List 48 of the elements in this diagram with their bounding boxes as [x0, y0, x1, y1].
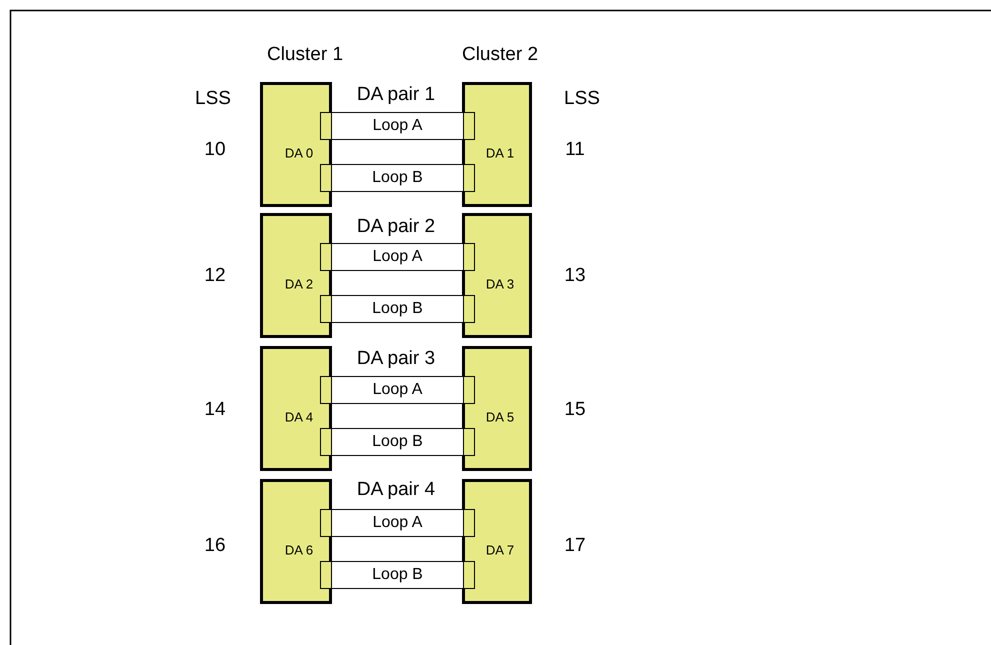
text-label: LSS: [195, 88, 231, 110]
loop-box: [320, 509, 475, 537]
adapter-label: DA 7: [486, 542, 514, 558]
text-label: DA pair 1: [356, 84, 436, 106]
loop-label: Loop B: [372, 433, 423, 451]
loop-label: Loop A: [372, 117, 422, 135]
loop-label: Loop A: [372, 248, 422, 266]
loop-label: Loop B: [372, 169, 423, 187]
text-label: 14: [204, 399, 226, 421]
loop-label: Loop B: [372, 566, 423, 584]
adapter-label: DA 3: [486, 276, 514, 292]
adapter-label: DA 1: [486, 146, 514, 160]
text-label: 10: [204, 139, 226, 161]
text-label: 13: [564, 265, 586, 287]
text-label: DA pair 2: [356, 216, 436, 238]
adapter-label: DA 0: [284, 146, 314, 160]
loop-box: [320, 428, 475, 456]
text-label: Cluster 2: [462, 44, 538, 66]
loop-box: [320, 561, 475, 589]
adapter-box: [462, 213, 532, 338]
text-label: Cluster 1: [266, 44, 344, 66]
loop-label: Loop A: [372, 381, 422, 399]
text-label: 11: [565, 139, 585, 161]
adapter-label: DA 4: [284, 410, 314, 424]
adapter-box: [260, 479, 332, 604]
loop-label: Loop A: [372, 514, 422, 532]
adapter-box: [462, 479, 532, 604]
adapter-label: DA 2: [284, 276, 314, 292]
text-label: LSS: [564, 88, 600, 110]
loop-box: [320, 164, 475, 192]
adapter-box: [260, 346, 332, 471]
loop-box: [320, 295, 475, 323]
loop-box: [320, 376, 475, 404]
text-label: 12: [204, 265, 226, 287]
text-label: 17: [564, 535, 586, 557]
text-label: 15: [564, 399, 586, 421]
text-label: DA pair 4: [356, 479, 436, 501]
loop-box: [320, 243, 475, 271]
adapter-box: [260, 213, 332, 338]
adapter-label: DA 5: [486, 410, 514, 424]
adapter-box: [462, 346, 532, 471]
adapter-box: [260, 82, 332, 207]
loop-box: [320, 112, 475, 140]
loop-label: Loop B: [372, 300, 423, 318]
adapter-label: DA 6: [284, 542, 314, 558]
adapter-box: [462, 82, 532, 207]
text-label: DA pair 3: [356, 348, 436, 370]
text-label: 16: [204, 535, 226, 557]
